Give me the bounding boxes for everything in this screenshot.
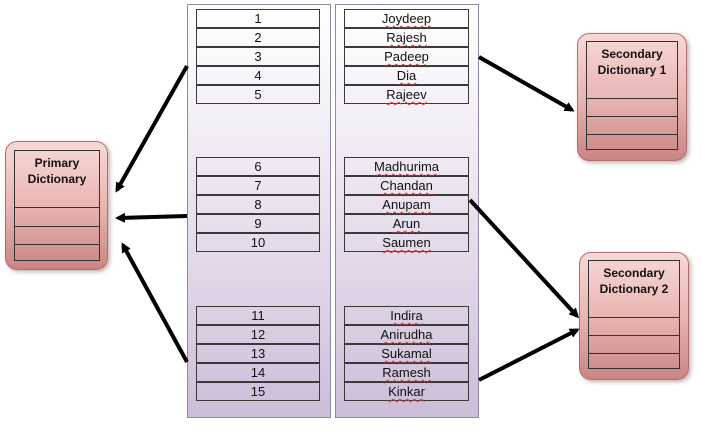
secondary-dictionary-1-box: Secondary Dictionary 1 [577, 33, 687, 161]
id-cell: 6 [196, 157, 320, 176]
name-cell: Rajeev [344, 85, 469, 104]
name-text: Padeep [384, 49, 429, 64]
name-cell: Chandan [344, 176, 469, 195]
name-text: Chandan [380, 178, 433, 193]
name-cell: Saumen [344, 233, 469, 252]
secondary-dictionary-2-row [589, 335, 679, 336]
name-cell: Kinkar [344, 382, 469, 401]
name-cell: Padeep [344, 47, 469, 66]
id-cell: 1 [196, 9, 320, 28]
secondary-dictionary-2-title-line1: Secondary [603, 266, 665, 280]
primary-dictionary-title-line1: Primary [34, 156, 80, 170]
id-cell: 5 [196, 85, 320, 104]
secondary-dictionary-1-title-line2: Dictionary 1 [597, 63, 667, 77]
id-cell: 11 [196, 306, 320, 325]
name-cell: Sukamal [344, 344, 469, 363]
name-text: Kinkar [388, 384, 425, 399]
name-text: Ramesh [382, 365, 431, 380]
arrow-name-to-secondary2-a [468, 198, 580, 319]
id-cell: 12 [196, 325, 320, 344]
secondary-dictionary-2-row [589, 353, 679, 354]
secondary-dictionary-1-row [587, 134, 677, 135]
arrow-name-to-secondary2-b [478, 328, 580, 382]
secondary-dictionary-1-row [587, 116, 677, 117]
secondary-dictionary-1-title-line1: Secondary [601, 47, 663, 61]
name-text: Dia [396, 68, 417, 83]
secondary-dictionary-2-row [589, 317, 679, 318]
id-cell: 3 [196, 47, 320, 66]
primary-dictionary-row [15, 207, 99, 208]
name-cell: Ramesh [344, 363, 469, 382]
name-text: Anirudha [380, 327, 433, 342]
secondary-dictionary-1-row [587, 98, 677, 99]
id-column-panel [187, 4, 331, 418]
arrow-name-to-secondary1 [478, 55, 575, 112]
id-cell: 14 [196, 363, 320, 382]
primary-dictionary-title-line2: Dictionary [27, 172, 87, 186]
id-cell: 8 [196, 195, 320, 214]
name-cell: Madhurima [344, 157, 469, 176]
name-cell: Arun [344, 214, 469, 233]
secondary-dictionary-2-table: Secondary Dictionary 2 [588, 260, 680, 369]
name-cell: Joydeep [344, 9, 469, 28]
id-cell: 9 [196, 214, 320, 233]
name-cell: Dia [344, 66, 469, 85]
id-cell: 13 [196, 344, 320, 363]
secondary-dictionary-1-title: Secondary Dictionary 1 [587, 46, 677, 78]
secondary-dictionary-2-title: Secondary Dictionary 2 [589, 265, 679, 297]
primary-dictionary-table: Primary Dictionary [14, 150, 100, 261]
name-text: Madhurima [373, 159, 440, 174]
id-cell: 2 [196, 28, 320, 47]
name-cell: Anirudha [344, 325, 469, 344]
arrow-group3-to-primary [121, 242, 189, 363]
name-text: Sukamal [381, 346, 432, 361]
primary-dictionary-title: Primary Dictionary [15, 155, 99, 187]
name-text: Indira [390, 308, 423, 323]
secondary-dictionary-2-box: Secondary Dictionary 2 [579, 252, 689, 380]
id-cell: 10 [196, 233, 320, 252]
id-cell: 7 [196, 176, 320, 195]
name-text: Joydeep [381, 11, 432, 26]
primary-dictionary-row [15, 244, 99, 245]
name-cell: Indira [344, 306, 469, 325]
name-text: Arun [392, 216, 421, 231]
name-text: Rajesh [386, 30, 427, 45]
arrow-group1-to-primary [115, 65, 189, 193]
id-cell: 15 [196, 382, 320, 401]
name-cell: Rajesh [344, 28, 469, 47]
arrow-group2-to-primary [115, 212, 188, 223]
secondary-dictionary-2-title-line2: Dictionary 2 [599, 282, 669, 296]
name-column-panel [335, 4, 479, 418]
id-cell: 4 [196, 66, 320, 85]
primary-dictionary-row [15, 226, 99, 227]
name-text: Anupam [382, 197, 431, 212]
primary-dictionary-box: Primary Dictionary [5, 141, 108, 270]
secondary-dictionary-1-table: Secondary Dictionary 1 [586, 41, 678, 150]
name-text: Saumen [382, 235, 431, 250]
name-cell: Anupam [344, 195, 469, 214]
name-text: Rajeev [386, 87, 427, 102]
